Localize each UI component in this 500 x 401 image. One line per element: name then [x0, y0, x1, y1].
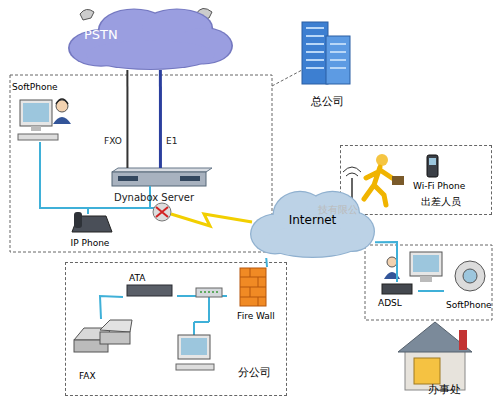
link-line — [375, 242, 397, 282]
monitor-icon — [410, 252, 442, 276]
briefcase-icon — [392, 176, 404, 185]
leader-line — [272, 70, 302, 86]
person-head — [56, 100, 68, 112]
house-window — [414, 358, 440, 384]
link-line — [159, 70, 162, 168]
link-line — [100, 296, 123, 319]
fax-machines: FAX — [69, 319, 135, 383]
headquarters-building: 总公司 — [296, 14, 358, 110]
softphone-dial — [463, 269, 477, 283]
server-body — [112, 172, 206, 186]
adsl-icon — [382, 284, 412, 294]
travel-zone: 出差人员 Wi-Fi Phone — [340, 145, 492, 215]
link-line — [177, 295, 227, 297]
wan-link — [171, 214, 252, 226]
ip-phone: IP Phone — [62, 206, 118, 250]
ata-icon — [127, 285, 172, 296]
switch-ports — [200, 291, 218, 293]
phone-icon — [80, 9, 94, 20]
softphone-device: SoftPhone — [444, 256, 498, 312]
fax-icon — [100, 320, 132, 332]
lan-wire — [208, 297, 210, 322]
server-port — [180, 176, 200, 181]
monitor-icon — [20, 100, 52, 126]
router-icon — [153, 203, 171, 221]
person-body — [384, 272, 400, 279]
node-label: 分公司 — [238, 367, 284, 380]
adsl-modem: ADSL — [376, 282, 418, 312]
network-link — [375, 242, 397, 282]
node-label: SoftPhone — [446, 300, 498, 310]
softphone-icon — [455, 261, 485, 291]
branch-zone: 分公司 ATA Fire WallFAX — [65, 262, 287, 396]
screen-icon — [413, 255, 439, 272]
softphone-station: SoftPhone — [12, 82, 74, 162]
lan-wire — [194, 321, 209, 323]
node-label: FAX — [79, 371, 119, 381]
node-label: PSTN — [84, 28, 144, 43]
fax-icon — [100, 332, 130, 344]
wifi-phone-icon — [427, 155, 438, 177]
link-line — [418, 290, 444, 292]
node-label: Wi-Fi Phone — [413, 181, 491, 191]
monitor-stand — [420, 276, 432, 282]
monitor-icon — [178, 335, 210, 359]
switch-icon — [196, 288, 222, 297]
node-label: ADSL — [378, 298, 418, 308]
network-link — [100, 296, 123, 319]
firewall-bricks — [240, 268, 266, 306]
handset-icon — [74, 212, 82, 228]
signal-waves — [343, 167, 361, 176]
phone-screen — [429, 158, 436, 165]
internet-cloud: Internet — [250, 186, 375, 258]
keyboard-icon — [18, 134, 58, 140]
firewall: Fire Wall — [227, 267, 285, 325]
building-windows — [306, 28, 346, 68]
link-label: E1 — [166, 136, 177, 146]
wifi-phone: Wi-Fi Phone — [413, 154, 491, 194]
node-label: 出差人员 — [421, 196, 491, 208]
running-person — [364, 167, 392, 205]
node-label: 办事处 — [428, 384, 474, 397]
network-link — [177, 296, 227, 297]
network-link — [418, 291, 444, 292]
person-body — [53, 117, 71, 124]
cloud-fill — [264, 226, 362, 257]
server-port — [118, 176, 138, 181]
network-link — [127, 70, 128, 168]
node-label: Internet — [250, 214, 375, 228]
lan-wire — [87, 208, 89, 214]
node-label: SoftPhone — [12, 82, 74, 92]
monitor-stand — [31, 126, 41, 131]
headset-icon — [56, 99, 68, 104]
dynabox-server: Dynabox Server — [106, 168, 216, 206]
link-line — [126, 70, 128, 168]
server-top — [112, 168, 212, 172]
antenna-icon — [351, 178, 353, 200]
screen-icon — [181, 338, 207, 355]
node-label: 总公司 — [296, 96, 358, 109]
person-head — [376, 154, 388, 166]
firewall-icon — [240, 268, 266, 306]
router-arrows — [156, 207, 168, 217]
house-chimney — [459, 330, 467, 350]
lan-wire — [193, 322, 195, 335]
cloud-fill — [86, 40, 215, 69]
watermark-text: 技有限公 — [318, 203, 358, 217]
network-link — [160, 70, 161, 168]
node-label: IP Phone — [62, 238, 118, 248]
keyboard-icon — [176, 364, 214, 370]
node-label: Dynabox Server — [114, 192, 214, 204]
pstn-cloud: PSTN — [68, 4, 233, 70]
house-roof — [398, 322, 472, 352]
node-label: Fire Wall — [227, 311, 285, 321]
hq-region — [10, 75, 272, 252]
office-house: 办事处 — [398, 322, 476, 398]
node-label: ATA — [129, 273, 177, 283]
person-head — [387, 257, 397, 267]
ata-device: ATA — [123, 273, 177, 303]
link-label: FXO — [104, 136, 122, 146]
screen-icon — [23, 103, 49, 122]
